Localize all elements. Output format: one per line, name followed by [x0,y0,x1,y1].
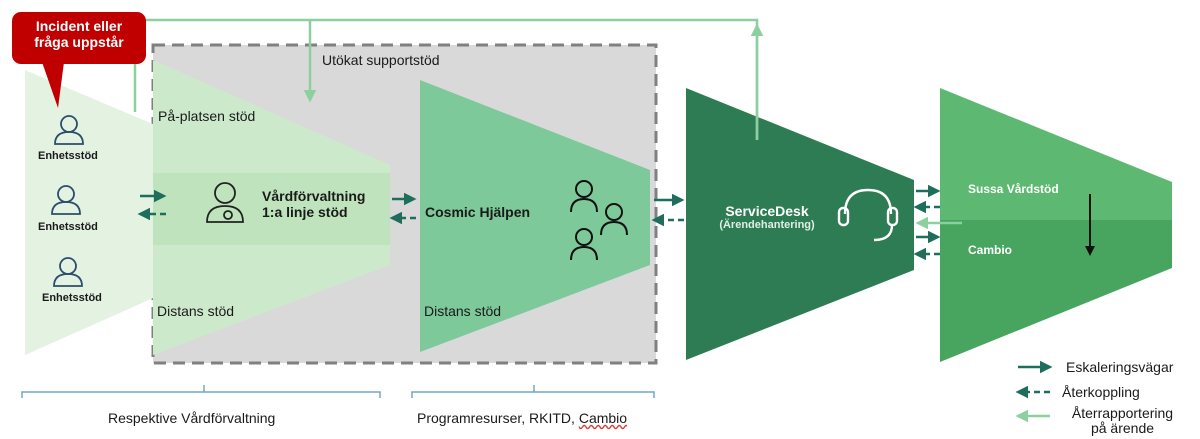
vardforvaltning-title: Vårdförvaltning 1:a linje stöd [262,188,365,220]
bracket-left-label: Respektive Vårdförvaltning [108,410,276,426]
bracket-middle-label-part1: Programresurser, RKITD, [417,410,579,426]
extended-support-title: Utökat supportstöd [322,52,440,68]
bracket-middle [411,385,655,398]
legend-reporting-line-1: Återrapportering [1071,405,1174,421]
onsite-support-label: På-platsen stöd [158,108,256,124]
legend-feedback-label: Återkoppling [1062,384,1140,400]
incident-callout [12,12,146,108]
person-outline-icon [54,115,84,145]
legend-escalation-label: Eskaleringsvägar [1066,359,1174,375]
servicedesk-funnel [686,88,914,360]
headset-icon [837,188,899,242]
vendor-funnel-bottom [940,220,1172,362]
bracket-middle-label: Programresurser, RKITD, Cambio [417,410,627,426]
vendor-cambio-label: Cambio [968,243,1013,257]
cosmic-remote-label: Distans stöd [424,303,502,319]
bracket-middle-label-part2: Cambio [578,410,628,426]
cosmic-funnel [420,80,650,352]
bracket-left [21,385,381,398]
group-people-icon [570,180,628,261]
first-line-band [153,173,390,245]
vardforvaltning-line-1: Vårdförvaltning [262,188,366,204]
vendor-sussa-label: Sussa Vårdstöd [968,182,1059,196]
legend-reporting-line-2: på ärende [1090,419,1155,436]
unit-support-label-2: Enhetsstöd [38,221,98,233]
remote-support-label: Distans stöd [157,303,235,319]
vendor-funnel-top [940,88,1172,220]
cosmic-title: Cosmic Hjälpen [425,204,531,220]
legend-reporting-label: Återrapportering på ärende [1060,406,1185,435]
vardforvaltning-line-2: 1:a linje stöd [262,204,348,221]
unit-support-label-3: Enhetsstöd [42,292,102,304]
servicedesk-subtitle: (Ärendehantering) [719,219,815,232]
incident-callout-text: Incident eller fråga uppstår [18,18,140,50]
servicedesk-name: ServiceDesk [725,203,809,219]
unit-support-label-1: Enhetsstöd [38,150,98,162]
person-outline-icon [53,257,83,287]
person-outline-icon [51,185,81,215]
servicedesk-title: ServiceDesk (Ärendehantering) [712,203,822,232]
callout-line-1: Incident eller [35,18,123,34]
callout-line-2: fråga uppstår [34,34,124,51]
person-headset-icon [206,182,244,223]
